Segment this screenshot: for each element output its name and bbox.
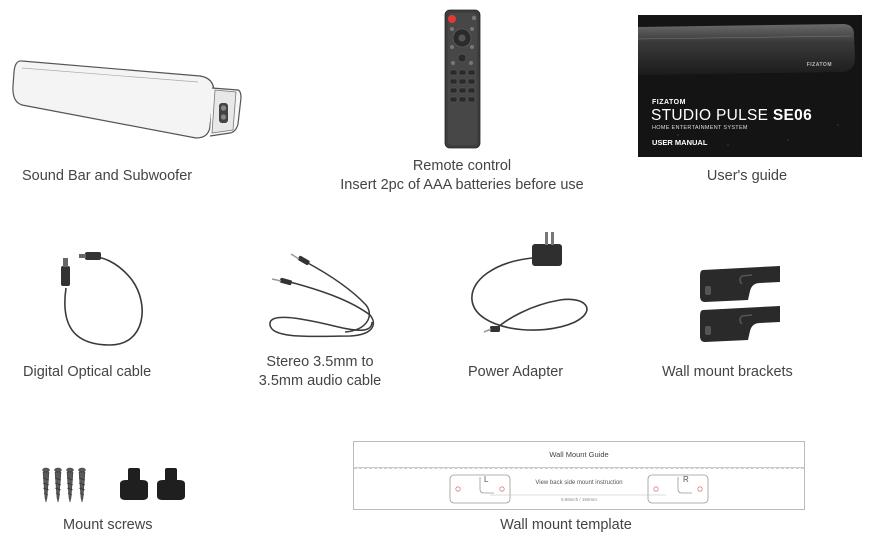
guide-label: User's guide bbox=[706, 168, 788, 184]
wall-mount-guide-card: Wall Mount Guide L R View back side moun… bbox=[353, 441, 805, 510]
template-right-mark: R bbox=[683, 475, 689, 484]
manual-top-brand: FIZATOM bbox=[806, 62, 832, 68]
optical-label: Digital Optical cable bbox=[23, 364, 152, 380]
template-instruction: View back side mount instruction bbox=[535, 480, 623, 486]
remote-label-line2: Insert 2pc of AAA batteries before use bbox=[340, 177, 584, 193]
power-adapter-label: Power Adapter bbox=[468, 364, 564, 380]
manual-brand: FIZATOM bbox=[652, 99, 686, 106]
remote-label-line1: Remote control bbox=[412, 158, 512, 174]
template-left-mark: L bbox=[484, 475, 489, 484]
manual-subtitle: HOME ENTERTAINMENT SYSTEM bbox=[652, 125, 748, 131]
manual-title: STUDIO PULSE SE06 bbox=[651, 107, 813, 124]
manual-doc-type: USER MANUAL bbox=[652, 138, 708, 147]
user-manual-cover: FIZATOM FIZATOM STUDIO PULSE SE06 HOME E… bbox=[638, 15, 862, 157]
manual-soundbar-photo bbox=[638, 24, 855, 146]
wall-brackets-label: Wall mount brackets bbox=[662, 364, 793, 380]
wall-mount-guide-title: Wall Mount Guide bbox=[354, 442, 804, 468]
audio-cable-label-line2: 3.5mm audio cable bbox=[258, 373, 382, 389]
mount-screws-label: Mount screws bbox=[63, 517, 153, 533]
template-measurement: 5.86inch / 150mm bbox=[561, 497, 597, 502]
wall-mount-guide-body: L R View back side mount instruction 5.8… bbox=[354, 468, 804, 509]
template-markings bbox=[449, 474, 709, 504]
wall-template-label: Wall mount template bbox=[500, 517, 632, 533]
audio-cable-label-line1: Stereo 3.5mm to bbox=[266, 354, 374, 370]
soundbar-label: Sound Bar and Subwoofer bbox=[22, 168, 193, 184]
